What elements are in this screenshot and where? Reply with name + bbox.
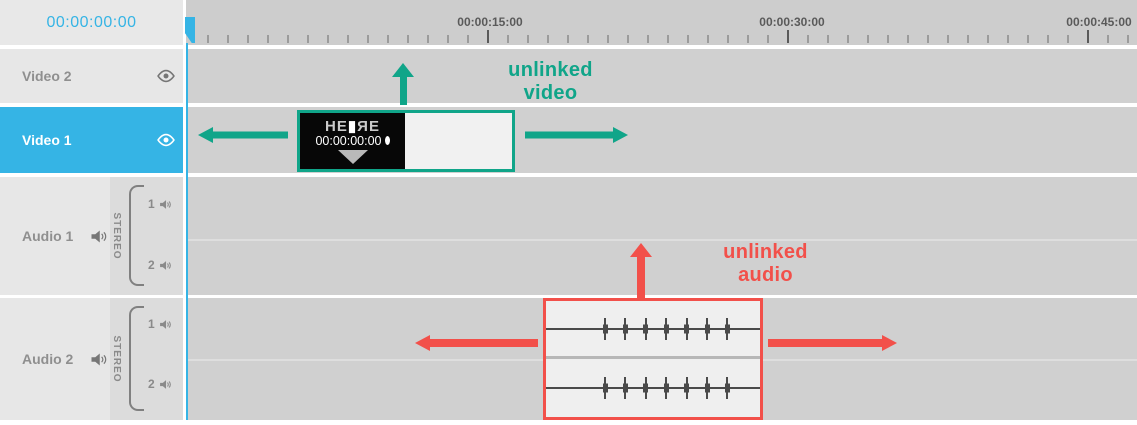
channel-group-bracket xyxy=(129,185,144,286)
unlinked-audio-line2: audio xyxy=(738,264,793,286)
channel-1-label: 1 xyxy=(148,317,172,331)
channel-divider xyxy=(186,239,1137,241)
track-row-video2 xyxy=(186,49,1137,103)
cursor-dot xyxy=(384,136,390,145)
channel-number: 2 xyxy=(148,377,155,391)
track-header-audio2[interactable]: Audio 2 STEREO 1 2 xyxy=(0,298,183,420)
eye-icon[interactable] xyxy=(155,132,177,148)
unlinked-video-arrow-left-icon xyxy=(198,127,288,143)
unlinked-video-line2: video xyxy=(523,82,578,104)
unlinked-audio-arrow-left-icon xyxy=(415,335,538,351)
unlinked-video-label: unlinked video xyxy=(493,59,608,105)
current-timecode-value: 00:00:00:00 xyxy=(46,13,137,31)
track-label-audio1: Audio 1 xyxy=(22,228,74,244)
unlinked-audio-label: unlinked audio xyxy=(703,241,828,287)
unlinked-video-arrow-right-icon xyxy=(525,127,628,143)
playhead-marker[interactable] xyxy=(185,17,195,43)
channel-strip-audio1: STEREO 1 2 xyxy=(110,177,183,295)
video-clip[interactable]: HE▮ЯE 00:00:00:00 xyxy=(297,110,515,172)
channel-speaker-icon[interactable] xyxy=(159,319,172,330)
unlinked-audio-arrow-up-icon xyxy=(630,243,652,298)
thumbnail-title: HE▮ЯE xyxy=(325,117,380,135)
stereo-mode-label: STEREO xyxy=(111,335,122,383)
unlinked-audio-arrow-right-icon xyxy=(768,335,897,351)
speaker-icon[interactable] xyxy=(88,350,110,368)
current-timecode-display: 00:00:00:00 xyxy=(0,0,183,45)
track-row-audio1 xyxy=(186,177,1137,295)
stereo-mode-label: STEREO xyxy=(111,212,122,260)
track-header-video1[interactable]: Video 1 xyxy=(0,107,183,173)
clip-thumbnail: HE▮ЯE 00:00:00:00 xyxy=(300,113,405,169)
unlinked-video-arrow-up-icon xyxy=(392,63,414,105)
channel-group-bracket xyxy=(129,306,144,411)
unlinked-video-line1: unlinked xyxy=(508,59,593,81)
channel-speaker-icon[interactable] xyxy=(159,199,172,210)
ruler-label-2: 00:00:45:00 xyxy=(1066,15,1132,29)
track-label-audio2: Audio 2 xyxy=(22,351,74,367)
waveform-channel-divider xyxy=(546,356,760,359)
track-header-video2[interactable]: Video 2 xyxy=(0,49,183,103)
channel-2-label: 2 xyxy=(148,377,172,391)
channel-speaker-icon[interactable] xyxy=(159,260,172,271)
track-header-audio1[interactable]: Audio 1 STEREO 1 2 xyxy=(0,177,183,295)
channel-2-label: 2 xyxy=(148,258,172,272)
unlinked-audio-line1: unlinked xyxy=(723,241,808,263)
ruler-label-1: 00:00:30:00 xyxy=(759,15,825,29)
channel-number: 1 xyxy=(148,317,155,331)
waveform-centerline xyxy=(546,327,760,330)
ruler-label-0: 00:00:15:00 xyxy=(457,15,523,29)
channel-strip-audio2: STEREO 1 2 xyxy=(110,298,183,420)
waveform-channel xyxy=(546,359,760,417)
down-triangle-icon xyxy=(337,149,368,164)
waveform-channel xyxy=(546,301,760,356)
channel-number: 2 xyxy=(148,258,155,272)
eye-icon[interactable] xyxy=(155,68,177,84)
waveform-centerline xyxy=(546,387,760,389)
track-label-video1: Video 1 xyxy=(22,132,72,148)
channel-number: 1 xyxy=(148,197,155,211)
channel-1-label: 1 xyxy=(148,197,172,211)
playhead-line xyxy=(186,43,188,420)
channel-speaker-icon[interactable] xyxy=(159,379,172,390)
audio-clip[interactable] xyxy=(543,298,763,420)
timeline-ruler[interactable]: 00:00:15:00 00:00:30:00 00:00:45:00 xyxy=(186,0,1137,45)
track-label-video2: Video 2 xyxy=(22,68,72,84)
speaker-icon[interactable] xyxy=(88,227,110,245)
thumbnail-timecode: 00:00:00:00 xyxy=(315,134,390,148)
